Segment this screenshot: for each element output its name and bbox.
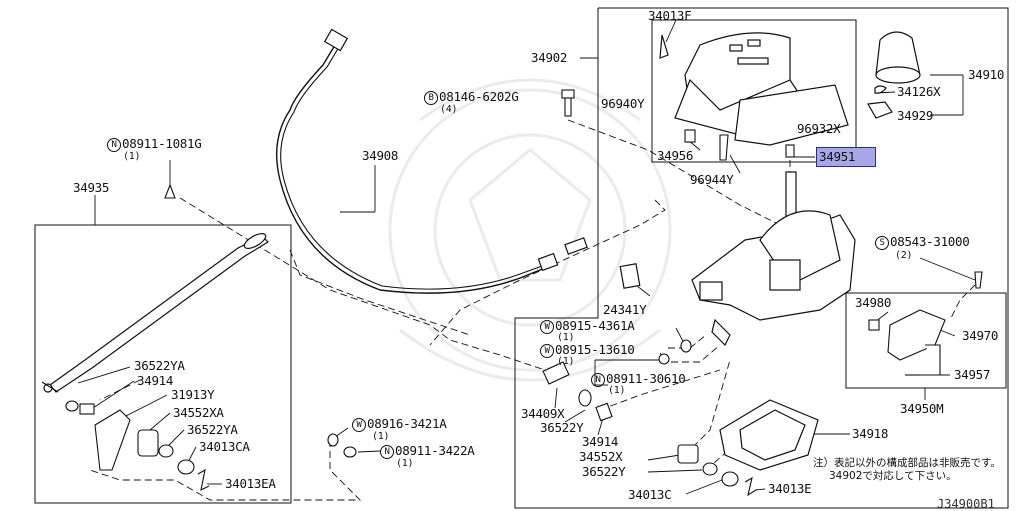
label-36522Y-b: 36522Y — [582, 464, 626, 479]
nut-marker-n: N — [591, 372, 605, 387]
qty-08915-4361A: (1) — [557, 332, 575, 343]
label-96940Y: 96940Y — [601, 96, 645, 111]
label-34013F: 34013F — [648, 8, 692, 23]
part-number-08915-13610: 08915-13610 — [555, 342, 635, 357]
label-96932X: 96932X — [797, 121, 841, 136]
label-34957: 34957 — [954, 367, 991, 382]
part-number-08911-1081G: 08911-1081G — [122, 136, 202, 151]
shifter-mechanism — [619, 171, 856, 347]
part-number-08146-6202G: 08146-6202G — [439, 89, 519, 104]
label-34929: 34929 — [897, 108, 934, 123]
cable-end-eye — [564, 237, 588, 255]
label-36522Y-a: 36522Y — [540, 420, 584, 435]
washer-marker-w: W — [540, 319, 554, 334]
label-31913Y: 31913Y — [171, 387, 215, 402]
label-34970: 34970 — [962, 328, 999, 343]
part-number-08915-4361A: 08915-4361A — [555, 318, 635, 333]
service-note-line-2: 34902で対応して下さい。 — [829, 470, 957, 482]
label-24341Y: 24341Y — [603, 302, 647, 317]
label-34910: 34910 — [968, 67, 1005, 82]
shifter-cover — [659, 32, 849, 146]
label-34908: 34908 — [362, 148, 399, 163]
label-34918: 34918 — [852, 426, 889, 441]
figure-reference: J34900B1 — [937, 497, 995, 511]
label-34013CA: 34013CA — [199, 439, 250, 454]
control-unit-box-34950M — [845, 292, 1007, 389]
nut-marker-n: N — [380, 444, 394, 459]
qty-08915-13610: (1) — [557, 356, 575, 367]
qty-08916-3421A: (1) — [372, 431, 390, 442]
cable-end-connector — [323, 28, 349, 52]
label-34902: 34902 — [531, 50, 568, 65]
service-note: 注）表記以外の構成部品は非販売です。 34902で対応して下さい。 — [813, 457, 1001, 483]
bolt-marker-b: B — [424, 90, 438, 105]
part-number-08911-30610: 08911-30610 — [606, 371, 686, 386]
qty-08911-3422A: (1) — [396, 458, 414, 469]
bolt-08146 — [561, 89, 575, 117]
label-34956: 34956 — [657, 148, 694, 163]
control-cable-34908 — [275, 28, 588, 294]
washer-marker-w: W — [540, 343, 554, 358]
label-96944Y: 96944Y — [690, 172, 734, 187]
dashed-connections — [89, 119, 976, 501]
small-parts — [164, 129, 983, 497]
label-34950M: 34950M — [900, 401, 944, 416]
part-number-08543-31000: 08543-31000 — [890, 234, 970, 249]
part-number-08911-3422A: 08911-3422A — [395, 443, 475, 458]
nut-marker-n: N — [107, 137, 121, 152]
label-34409X: 34409X — [521, 406, 565, 421]
shift-knob-34910 — [867, 31, 921, 119]
qty-08543-31000: (2) — [895, 250, 913, 261]
qty-08911-1081G: (1) — [123, 151, 141, 162]
assembly-frames — [34, 7, 1009, 509]
label-34013E: 34013E — [768, 481, 812, 496]
washer-marker-w: W — [352, 417, 366, 432]
label-34951-highlighted[interactable]: 34951 — [816, 147, 876, 167]
label-34013C: 34013C — [628, 487, 672, 502]
label-36522YA-b: 36522YA — [187, 422, 238, 437]
main-assembly-frame — [514, 7, 1009, 509]
label-36522YA-a: 36522YA — [134, 358, 185, 373]
control-unit-34970 — [868, 309, 946, 376]
cable-adjuster — [537, 252, 559, 272]
label-34914-b: 34914 — [137, 373, 174, 388]
floor-plate-34918 — [719, 399, 819, 471]
label-34013EA: 34013EA — [225, 476, 276, 491]
label-34914-a: 34914 — [582, 434, 619, 449]
qty-08911-30610: (1) — [608, 385, 626, 396]
leader-lines — [77, 19, 976, 495]
qty-08146-6202G: (4) — [440, 104, 458, 115]
link-box-34935 — [34, 224, 292, 504]
link-rod-34935 — [41, 233, 269, 393]
service-note-line-1: 注）表記以外の構成部品は非販売です。 — [813, 457, 1001, 469]
label-34980: 34980 — [855, 295, 892, 310]
screw-marker-s: S — [875, 235, 889, 250]
label-34126X: 34126X — [897, 84, 941, 99]
watermark-crest — [388, 78, 672, 382]
part-number-08916-3421A: 08916-3421A — [367, 416, 447, 431]
link-lower-parts — [65, 400, 210, 491]
label-34552XA: 34552XA — [173, 405, 224, 420]
label-34552X: 34552X — [579, 449, 623, 464]
label-34935: 34935 — [73, 180, 110, 195]
